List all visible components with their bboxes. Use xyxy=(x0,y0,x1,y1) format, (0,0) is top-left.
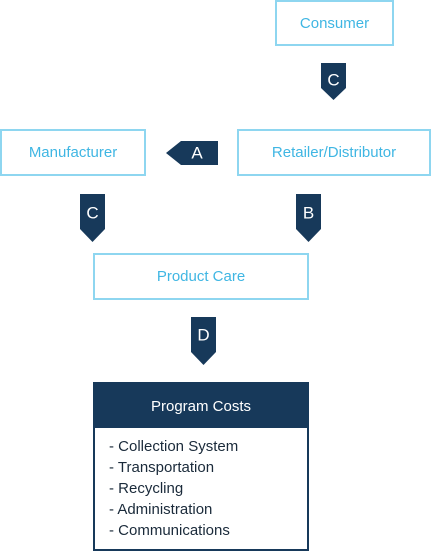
arrow-down-shape xyxy=(191,317,216,365)
arrow-down-shape xyxy=(80,194,105,242)
product-care-node: Product Care xyxy=(93,253,309,300)
manufacturer-label: Manufacturer xyxy=(28,144,118,161)
manufacturer-node: Manufacturer xyxy=(0,129,146,176)
cost-item: - Collection System xyxy=(109,438,239,455)
program-costs-list: - Collection System - Transportation - R… xyxy=(95,428,307,541)
cost-item: - Recycling xyxy=(109,480,184,497)
cost-item: - Administration xyxy=(109,501,213,518)
consumer-label: Consumer xyxy=(299,14,370,32)
program-costs-header: Program Costs xyxy=(95,384,307,428)
arrow-label-c-top: C xyxy=(327,71,339,90)
program-costs-title: Program Costs xyxy=(150,397,252,415)
arrow-manufacturer-to-productcare: C xyxy=(80,194,105,242)
arrow-productcare-to-costs: D xyxy=(191,317,216,365)
arrow-retailer-to-manufacturer: A xyxy=(166,141,218,165)
arrow-consumer-to-retailer: C xyxy=(321,63,346,100)
arrow-down-shape xyxy=(321,63,346,100)
arrow-label-d: D xyxy=(197,326,209,345)
arrow-retailer-to-productcare: B xyxy=(296,194,321,242)
arrow-label-b: B xyxy=(303,204,314,223)
consumer-node: Consumer xyxy=(275,0,394,46)
arrow-down-shape xyxy=(296,194,321,242)
product-care-label: Product Care xyxy=(156,268,246,285)
arrow-left-shape xyxy=(166,141,218,165)
cost-item: - Communications xyxy=(109,522,230,539)
arrow-label-a: A xyxy=(191,144,203,163)
cost-item: - Transportation xyxy=(109,459,215,476)
retailer-distributor-node: Retailer/Distributor xyxy=(237,129,431,176)
program-costs-box: Program Costs - Collection System - Tran… xyxy=(93,382,309,551)
arrow-label-c-left: C xyxy=(86,204,98,223)
retailer-distributor-label: Retailer/Distributor xyxy=(271,144,397,161)
